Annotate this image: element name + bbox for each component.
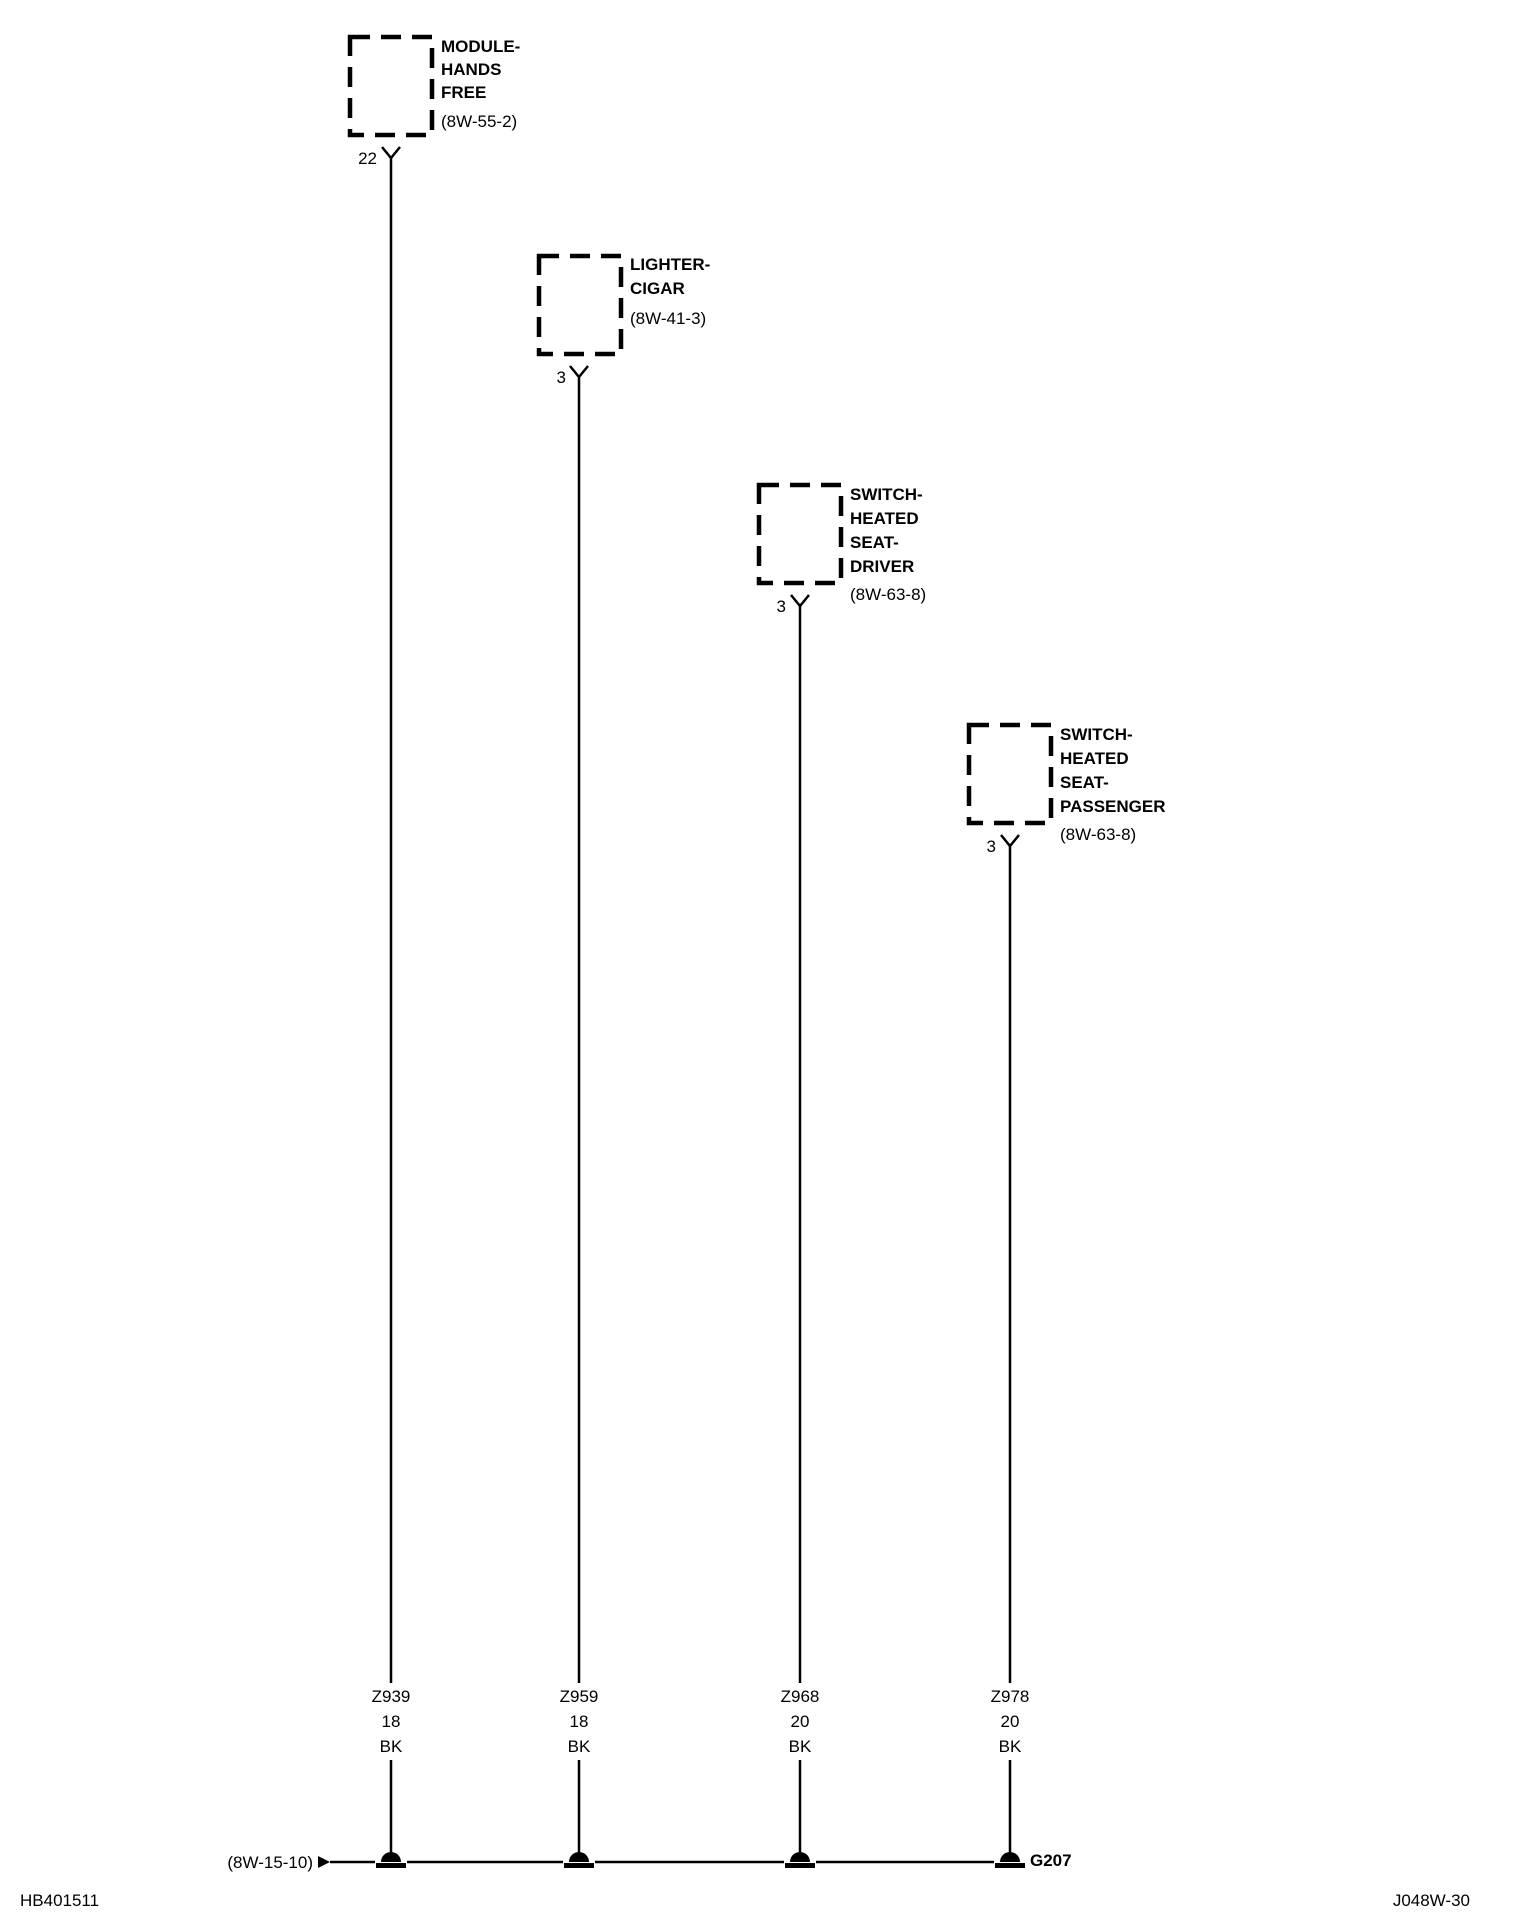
component-name-line: CIGAR <box>630 279 685 298</box>
ground-icon <box>995 1852 1025 1868</box>
component-box <box>756 482 844 586</box>
component-box <box>536 253 624 357</box>
footer-right-code: J048W-30 <box>1393 1891 1470 1910</box>
wire-label-z978: Z978 20 BK <box>991 1687 1030 1756</box>
wire-gauge: 20 <box>1001 1712 1020 1731</box>
pin-connector-icon <box>381 146 401 160</box>
splice-icon <box>785 1852 815 1868</box>
component-ref: (8W-63-8) <box>1060 825 1136 844</box>
wire-gauge: 20 <box>791 1712 810 1731</box>
pin-number: 3 <box>557 368 566 387</box>
footer-left-code: HB401511 <box>20 1891 99 1910</box>
wire-circuit: Z968 <box>781 1687 820 1706</box>
component-ref: (8W-55-2) <box>441 112 517 131</box>
component-name-line: DRIVER <box>850 557 914 576</box>
pin-connector-icon <box>569 365 589 379</box>
wire-label-z968: Z968 20 BK <box>781 1687 820 1756</box>
component-switch-heated-seat-driver[interactable]: SWITCH- HEATED SEAT- DRIVER (8W-63-8) 3 <box>756 482 926 616</box>
splice-icon <box>564 1852 594 1868</box>
component-name-line: HEATED <box>850 509 919 528</box>
wire-label-z939: Z939 18 BK <box>372 1687 411 1756</box>
pin-connector-icon <box>1000 834 1020 848</box>
component-box <box>347 34 435 138</box>
wire-color: BK <box>789 1737 812 1756</box>
wire-circuit: Z939 <box>372 1687 411 1706</box>
component-name-line: SEAT- <box>850 533 899 552</box>
component-name-line: SEAT- <box>1060 773 1109 792</box>
wire-color: BK <box>380 1737 403 1756</box>
component-name-line: HEATED <box>1060 749 1129 768</box>
component-name-line: LIGHTER- <box>630 255 710 274</box>
component-lighter-cigar[interactable]: LIGHTER- CIGAR (8W-41-3) 3 <box>536 253 710 387</box>
wire-label-z959: Z959 18 BK <box>560 1687 599 1756</box>
component-module-hands-free[interactable]: MODULE- HANDS FREE (8W-55-2) 22 <box>347 34 520 168</box>
pin-connector-icon <box>790 594 810 608</box>
component-ref: (8W-63-8) <box>850 585 926 604</box>
component-box <box>966 722 1054 826</box>
wire-circuit: Z959 <box>560 1687 599 1706</box>
component-ref: (8W-41-3) <box>630 309 706 328</box>
wire-gauge: 18 <box>382 1712 401 1731</box>
bus-ref-in[interactable]: (8W-15-10) <box>227 1853 313 1872</box>
ground-bus[interactable]: (8W-15-10) G207 <box>227 1851 1071 1872</box>
wire-gauge: 18 <box>570 1712 589 1731</box>
splice-icon <box>376 1852 406 1868</box>
component-name-line: SWITCH- <box>1060 725 1133 744</box>
wire-color: BK <box>999 1737 1022 1756</box>
component-name-line: MODULE- <box>441 37 520 56</box>
component-name-line: SWITCH- <box>850 485 923 504</box>
component-name-line: FREE <box>441 83 486 102</box>
pin-number: 22 <box>358 149 377 168</box>
pin-number: 3 <box>987 837 996 856</box>
component-switch-heated-seat-passenger[interactable]: SWITCH- HEATED SEAT- PASSENGER (8W-63-8)… <box>966 722 1166 856</box>
wire-circuit: Z978 <box>991 1687 1030 1706</box>
pin-number: 3 <box>777 597 786 616</box>
wire-color: BK <box>568 1737 591 1756</box>
arrow-right-icon <box>318 1856 330 1868</box>
ground-label: G207 <box>1030 1851 1072 1870</box>
component-name-line: HANDS <box>441 60 501 79</box>
component-name-line: PASSENGER <box>1060 797 1166 816</box>
